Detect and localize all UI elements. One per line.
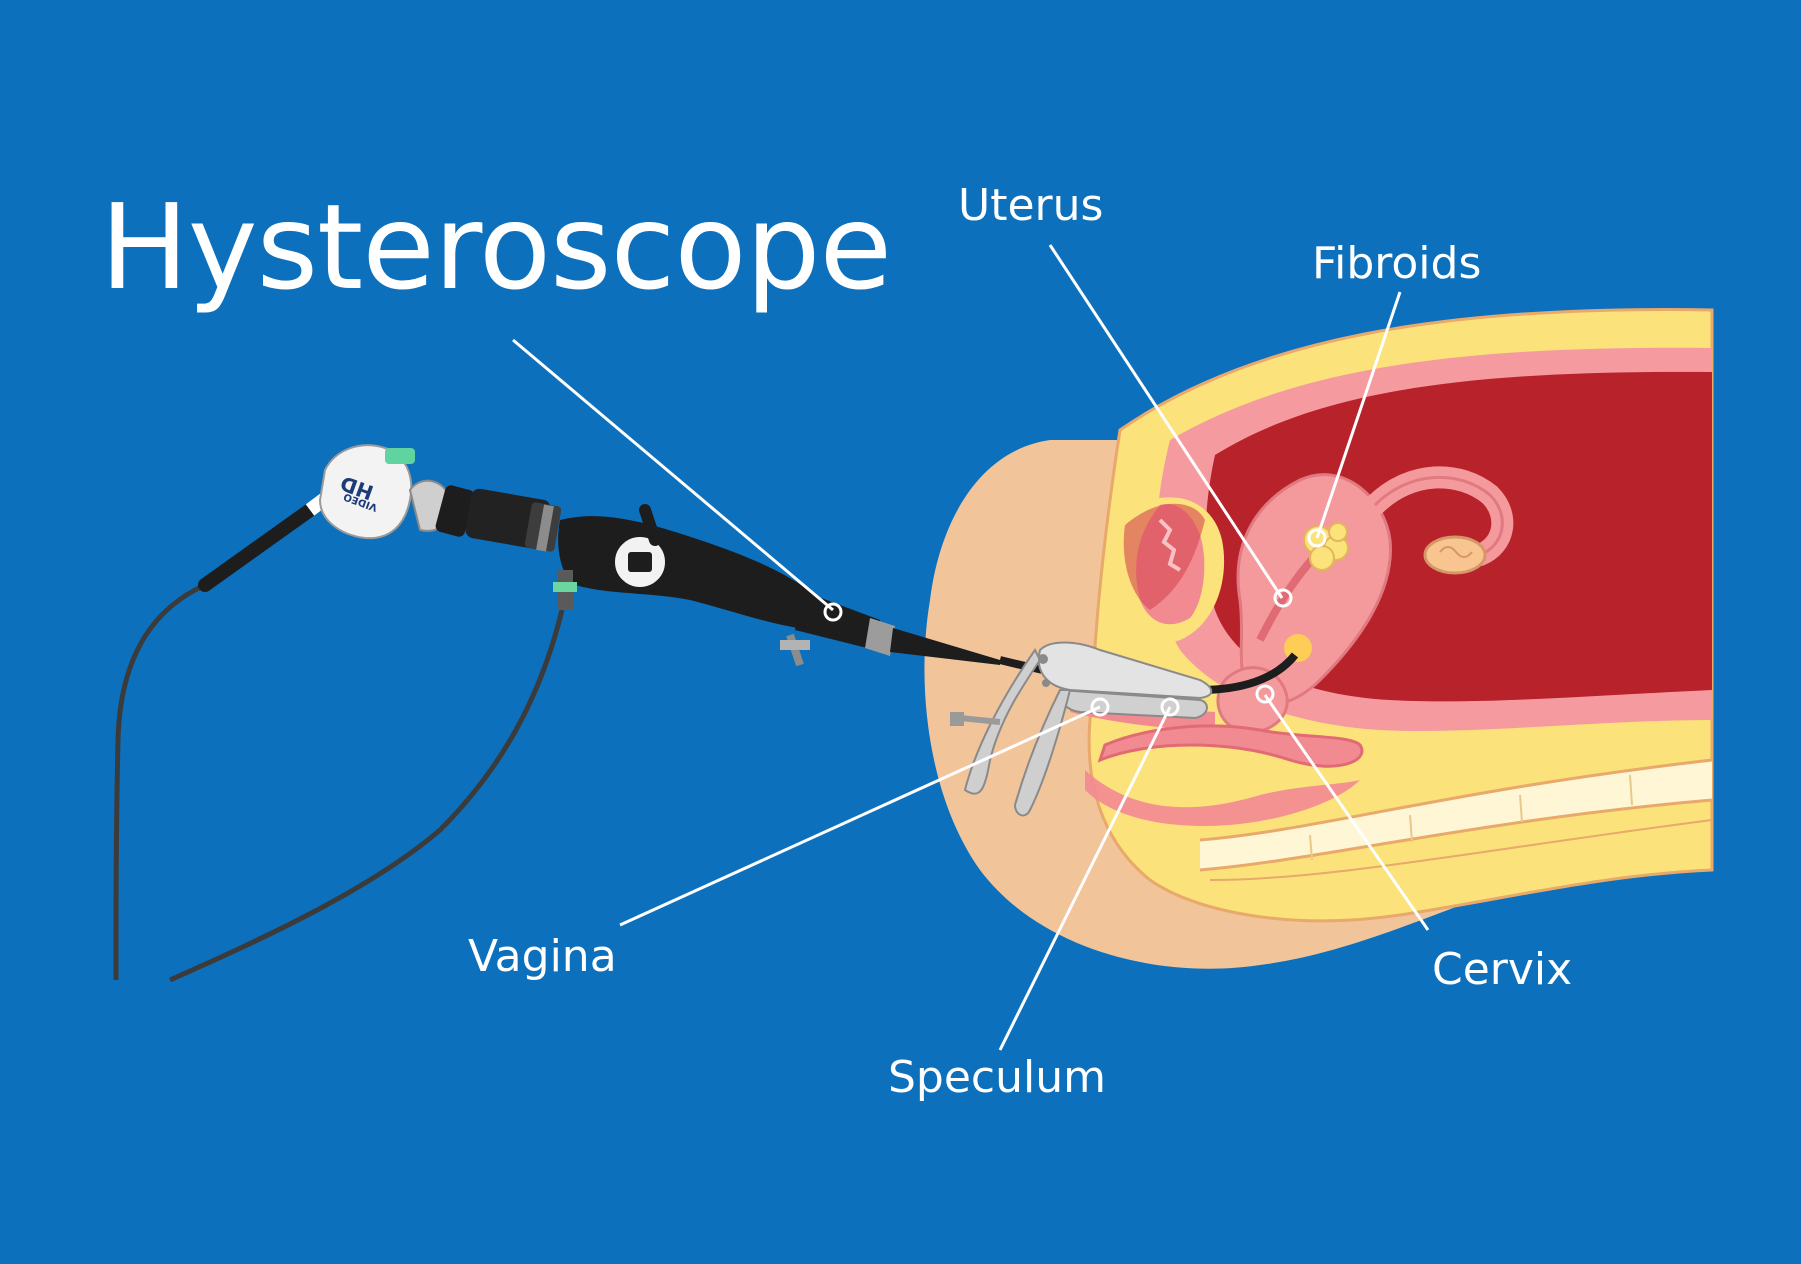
sacrum-band (1200, 760, 1712, 870)
leader-fibroids (1315, 291, 1402, 539)
label-vagina: Vagina (468, 931, 617, 982)
leader-vagina (619, 705, 1101, 927)
leader-lines (512, 244, 1430, 1051)
cervix (1216, 666, 1289, 734)
ovary (1423, 535, 1487, 575)
rectum (1097, 724, 1364, 768)
scope-body (558, 516, 820, 630)
bladder-wall (1123, 503, 1205, 610)
anatomy-cross-section (924, 308, 1714, 969)
scope-shaft (890, 628, 1000, 665)
leader-markers (823, 528, 1327, 717)
marker-hysteroscope (823, 602, 843, 622)
camera-cable (168, 609, 565, 983)
leader-uterus (1048, 244, 1284, 599)
label-speculum: Speculum (888, 1052, 1106, 1103)
label-cervix: Cervix (1432, 944, 1573, 995)
marker-uterus (1273, 588, 1293, 608)
leader-speculum (998, 706, 1172, 1051)
camera-head (318, 444, 413, 540)
marker-fibroids (1307, 528, 1327, 548)
label-uterus: Uterus (958, 180, 1104, 231)
leader-hysteroscope (512, 338, 834, 612)
speculum-instrument (950, 641, 1213, 817)
hysteroscope-instrument: HD VIDEO (113, 444, 1299, 983)
marker-speculum (1160, 697, 1180, 717)
diagram-title: Hysteroscope (100, 178, 892, 316)
marker-cervix (1255, 684, 1275, 704)
rectum-lower (1085, 770, 1360, 826)
leader-cervix (1263, 694, 1430, 931)
marker-vagina (1090, 697, 1110, 717)
light-cable (113, 582, 207, 981)
label-fibroids: Fibroids (1312, 238, 1482, 289)
